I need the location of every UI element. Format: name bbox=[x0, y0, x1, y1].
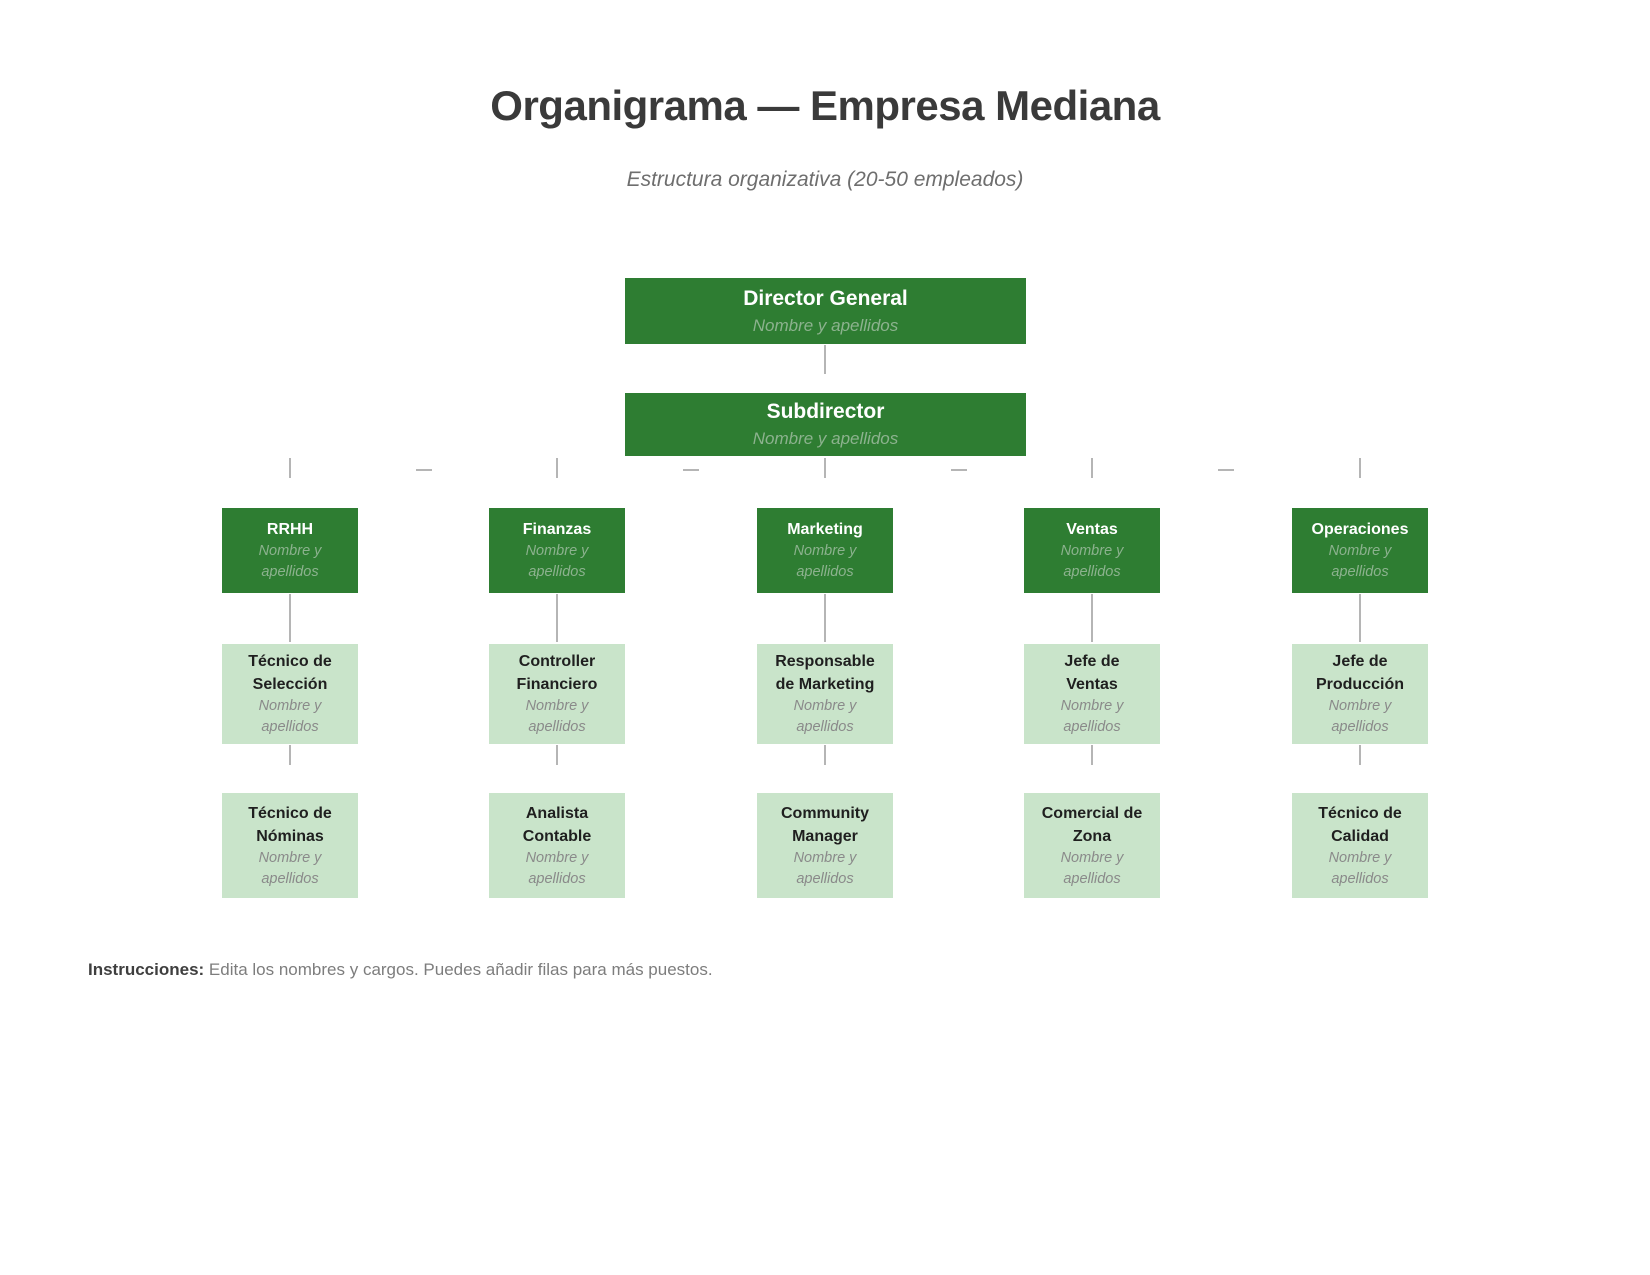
org-node-operaciones: Operaciones Nombre y apellidos bbox=[1292, 508, 1428, 593]
org-node-controller-financiero: Controller Financiero Nombre y apellidos bbox=[489, 644, 625, 744]
node-title: Jefe de Ventas bbox=[1064, 653, 1120, 693]
page-title: Organigrama — Empresa Mediana bbox=[490, 82, 1160, 129]
node-title: Operaciones bbox=[1311, 521, 1409, 538]
node-name-placeholder: Nombre y apellidos bbox=[752, 429, 899, 448]
node-title: Responsable de Marketing bbox=[775, 653, 875, 693]
org-node-responsable-marketing: Responsable de Marketing Nombre y apelli… bbox=[757, 644, 893, 744]
node-title: Técnico de Calidad bbox=[1318, 804, 1402, 845]
node-name-placeholder: Nombre y apellidos bbox=[525, 543, 589, 580]
node-title: Jefe de Producción bbox=[1315, 653, 1404, 693]
org-node-finanzas: Finanzas Nombre y apellidos bbox=[489, 508, 625, 593]
connector-tick-col3 bbox=[1091, 458, 1093, 478]
org-node-tecnico-seleccion: Técnico de Selección Nombre y apellidos bbox=[222, 644, 358, 744]
node-title: Técnico de Selección bbox=[248, 653, 332, 693]
connector-leaf-col0 bbox=[289, 745, 291, 765]
org-node-marketing: Marketing Nombre y apellidos bbox=[757, 508, 893, 593]
connector-tick-col1 bbox=[556, 458, 558, 478]
node-name-placeholder: Nombre y apellidos bbox=[525, 698, 589, 735]
node-title: Comercial de Zona bbox=[1041, 804, 1143, 845]
node-name-placeholder: Nombre y apellidos bbox=[525, 849, 589, 887]
org-node-analista-contable: Analista Contable Nombre y apellidos bbox=[489, 793, 625, 898]
org-node-comercial-zona: Comercial de Zona Nombre y apellidos bbox=[1024, 793, 1160, 898]
connector-tick-col0 bbox=[289, 458, 291, 478]
org-node-jefe-produccion: Jefe de Producción Nombre y apellidos bbox=[1292, 644, 1428, 744]
node-name-placeholder: Nombre y apellidos bbox=[752, 315, 899, 335]
org-node-jefe-ventas: Jefe de Ventas Nombre y apellidos bbox=[1024, 644, 1160, 744]
connector-mid-col0 bbox=[289, 594, 291, 642]
node-name-placeholder: Nombre y apellidos bbox=[1060, 543, 1124, 580]
node-title: Controller Financiero bbox=[516, 653, 598, 693]
node-name-placeholder: Nombre y apellidos bbox=[258, 849, 322, 887]
node-name-placeholder: Nombre y apellidos bbox=[1328, 849, 1392, 887]
connector-director-subdirector bbox=[824, 345, 826, 374]
node-title: Marketing bbox=[787, 521, 863, 538]
connector-mid-col3 bbox=[1091, 594, 1093, 642]
node-title: RRHH bbox=[266, 521, 314, 538]
org-node-director-general: Director General Nombre y apellidos bbox=[625, 278, 1026, 344]
node-title: Subdirector bbox=[766, 400, 885, 423]
connector-leaf-col2 bbox=[824, 745, 826, 765]
node-name-placeholder: Nombre y apellidos bbox=[793, 543, 857, 580]
node-name-placeholder: Nombre y apellidos bbox=[1060, 698, 1124, 735]
node-title: Analista Contable bbox=[522, 804, 592, 845]
connector-dash-2 bbox=[951, 469, 967, 471]
instructions-note: Instrucciones: Edita los nombres y cargo… bbox=[88, 960, 713, 980]
org-node-tecnico-nominas: Técnico de Nóminas Nombre y apellidos bbox=[222, 793, 358, 898]
node-title: Técnico de Nóminas bbox=[248, 804, 332, 845]
connector-leaf-col4 bbox=[1359, 745, 1361, 765]
node-name-placeholder: Nombre y apellidos bbox=[1060, 849, 1124, 887]
connector-mid-col4 bbox=[1359, 594, 1361, 642]
connector-tick-col4 bbox=[1359, 458, 1361, 478]
node-title: Director General bbox=[743, 286, 908, 310]
node-name-placeholder: Nombre y apellidos bbox=[793, 849, 857, 887]
node-name-placeholder: Nombre y apellidos bbox=[258, 698, 322, 735]
node-title: Finanzas bbox=[522, 521, 592, 538]
connector-leaf-col3 bbox=[1091, 745, 1093, 765]
node-name-placeholder: Nombre y apellidos bbox=[1328, 698, 1392, 735]
org-node-community-manager: Community Manager Nombre y apellidos bbox=[757, 793, 893, 898]
connector-dash-3 bbox=[1218, 469, 1234, 471]
connector-dash-0 bbox=[416, 469, 432, 471]
node-name-placeholder: Nombre y apellidos bbox=[258, 543, 322, 580]
node-name-placeholder: Nombre y apellidos bbox=[1328, 543, 1392, 580]
node-title: Ventas bbox=[1066, 521, 1118, 538]
connector-leaf-col1 bbox=[556, 745, 558, 765]
connector-mid-col2 bbox=[824, 594, 826, 642]
connector-mid-col1 bbox=[556, 594, 558, 642]
connector-dash-1 bbox=[683, 469, 699, 471]
node-title: Community Manager bbox=[781, 804, 869, 845]
org-node-tecnico-calidad: Técnico de Calidad Nombre y apellidos bbox=[1292, 793, 1428, 898]
org-node-subdirector: Subdirector Nombre y apellidos bbox=[625, 393, 1026, 456]
instructions-label: Instrucciones: bbox=[88, 960, 205, 979]
org-node-rrhh: RRHH Nombre y apellidos bbox=[222, 508, 358, 593]
org-node-ventas: Ventas Nombre y apellidos bbox=[1024, 508, 1160, 593]
instructions-text: Edita los nombres y cargos. Puedes añadi… bbox=[204, 960, 713, 979]
node-name-placeholder: Nombre y apellidos bbox=[793, 698, 857, 735]
connector-tick-col2 bbox=[824, 458, 826, 478]
page-subtitle: Estructura organizativa (20-50 empleados… bbox=[626, 168, 1024, 191]
